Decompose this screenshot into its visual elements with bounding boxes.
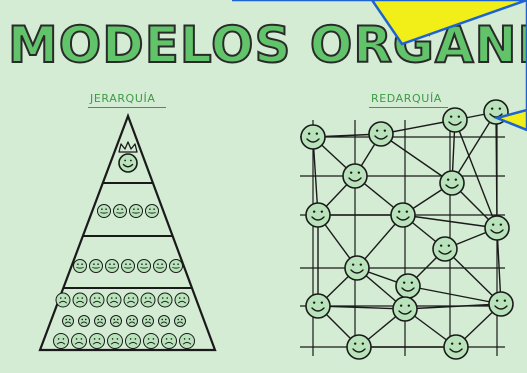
face-employee	[72, 292, 88, 308]
face-employee	[106, 292, 122, 308]
network-edge	[495, 111, 498, 229]
pyramid-outline	[38, 112, 217, 352]
redarquia-label: REDARQUÍA	[371, 92, 442, 105]
network-node-face	[305, 293, 331, 319]
jerarquia-underline	[88, 107, 166, 108]
face-employee	[71, 333, 87, 349]
network-node-face	[390, 202, 416, 228]
face-employee	[140, 292, 156, 308]
face-employee	[158, 315, 170, 327]
face-employee	[125, 333, 141, 349]
network-edge	[402, 214, 498, 229]
face-manager	[105, 259, 119, 273]
network-node-face	[344, 255, 370, 281]
face-employee	[78, 315, 90, 327]
face-employee	[107, 333, 123, 349]
face-manager	[153, 259, 167, 273]
face-employee	[89, 292, 105, 308]
network-node-face	[392, 296, 418, 322]
network-edge	[451, 111, 497, 184]
face-employee	[174, 292, 190, 308]
face-employee	[161, 333, 177, 349]
face-employee	[89, 333, 105, 349]
face-employee	[126, 315, 138, 327]
callout-burst	[232, 0, 527, 132]
network-edge	[407, 285, 502, 305]
network-node-face	[439, 170, 465, 196]
network-node-face	[300, 124, 326, 150]
network-node-face	[346, 334, 372, 360]
jerarquia-label: JERARQUÍA	[90, 92, 156, 105]
face-manager	[89, 259, 103, 273]
face-employee	[55, 292, 71, 308]
network-node-face	[342, 163, 368, 189]
network-node-face	[443, 334, 469, 360]
network-node-face	[305, 202, 331, 228]
network-edge	[380, 133, 453, 184]
network-node-face	[488, 291, 514, 317]
face-middle-manager	[129, 204, 143, 218]
network-edge	[444, 248, 502, 305]
network-edge	[454, 119, 498, 229]
redarquia-underline	[369, 107, 448, 108]
face-employee	[110, 315, 122, 327]
face-employee	[179, 333, 195, 349]
face-employee	[62, 315, 74, 327]
face-employee	[53, 333, 69, 349]
face-middle-manager	[145, 204, 159, 218]
face-middle-manager	[97, 204, 111, 218]
network-node-face	[368, 121, 394, 147]
face-employee	[157, 292, 173, 308]
network-node-face	[432, 236, 458, 262]
crown-icon	[118, 141, 138, 153]
face-employee	[94, 315, 106, 327]
face-manager	[73, 259, 87, 273]
face-employee	[143, 333, 159, 349]
face-manager	[137, 259, 151, 273]
face-employee	[123, 292, 139, 308]
face-leader	[118, 153, 138, 173]
face-middle-manager	[113, 204, 127, 218]
face-manager	[169, 259, 183, 273]
network-node-face	[395, 273, 421, 299]
face-employee	[142, 315, 154, 327]
network-edge	[312, 136, 319, 216]
network-node-face	[442, 107, 468, 133]
face-employee	[174, 315, 186, 327]
network-edge	[404, 303, 502, 310]
network-edge	[317, 305, 406, 310]
network-node-face	[484, 215, 510, 241]
face-manager	[121, 259, 135, 273]
